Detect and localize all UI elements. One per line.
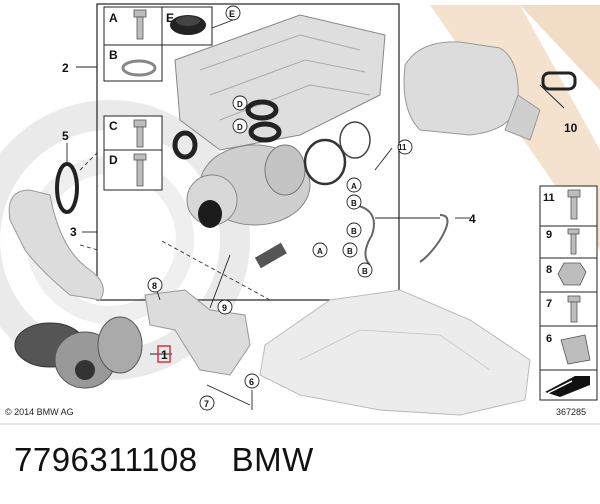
bolt-icon bbox=[133, 9, 147, 40]
stud-icon bbox=[133, 153, 147, 187]
callout-7: 7 bbox=[204, 399, 209, 409]
dashed-guides bbox=[79, 149, 271, 301]
callout-8: 8 bbox=[152, 281, 157, 291]
bolt-icon bbox=[133, 119, 147, 148]
turbocharger-assembly bbox=[172, 99, 371, 269]
detail-letter-circles bbox=[232, 95, 373, 278]
caption-part-number: 7796311108 bbox=[14, 441, 198, 478]
turbocharger-main bbox=[14, 316, 143, 389]
circled-callouts bbox=[147, 5, 413, 411]
callout-3: 3 bbox=[70, 225, 77, 239]
kit-label-e: E bbox=[166, 11, 174, 25]
kit-label-d: D bbox=[109, 153, 118, 167]
intake-hose bbox=[8, 162, 104, 301]
detail-letter: B bbox=[362, 267, 368, 276]
side-label-6: 6 bbox=[546, 333, 552, 345]
detail-letter: B bbox=[347, 247, 353, 256]
engine-detail-frame bbox=[96, 3, 400, 301]
detail-letter: D bbox=[237, 100, 243, 109]
support-bracket bbox=[144, 289, 251, 376]
side-part-drawings bbox=[557, 189, 591, 365]
oil-line bbox=[354, 204, 449, 266]
side-label-8: 8 bbox=[546, 264, 552, 276]
callout-6: 6 bbox=[249, 377, 254, 387]
detail-letter: A bbox=[351, 182, 357, 191]
callout-11: 11 bbox=[398, 143, 407, 152]
side-label-11: 11 bbox=[543, 192, 555, 204]
small-parts-panel bbox=[539, 185, 598, 401]
callout-1-highlight[interactable] bbox=[157, 345, 171, 363]
side-label-9: 9 bbox=[546, 229, 552, 241]
kit-box-cd bbox=[103, 115, 163, 191]
heat-shield bbox=[259, 289, 531, 416]
caption-brand: BMW bbox=[231, 441, 314, 478]
callout-2: 2 bbox=[62, 61, 69, 75]
detail-letter: D bbox=[237, 123, 243, 132]
parts-diagram: A B E C D bbox=[0, 3, 600, 425]
callout-10: 10 bbox=[564, 121, 578, 135]
leader-lines bbox=[66, 19, 565, 410]
kit-label-a: A bbox=[109, 11, 118, 25]
detail-letter: B bbox=[351, 199, 357, 208]
caption: 7796311108 BMW bbox=[14, 441, 586, 485]
callout-4: 4 bbox=[469, 212, 476, 226]
kit-label-b: B bbox=[109, 48, 118, 62]
kit-label-c: C bbox=[109, 119, 118, 133]
detail-letter: B bbox=[351, 227, 357, 236]
copyright-text: © 2014 BMW AG bbox=[5, 407, 74, 417]
detail-letter: A bbox=[317, 247, 323, 256]
callout-1: 1 bbox=[161, 348, 168, 362]
seal-ring-icon bbox=[121, 59, 157, 77]
particulate-filter bbox=[403, 41, 577, 141]
side-label-7: 7 bbox=[546, 298, 552, 310]
cap-seal-icon bbox=[170, 15, 206, 35]
diagram-number: 367285 bbox=[556, 407, 586, 417]
callout-e: E bbox=[229, 9, 235, 19]
callout-5: 5 bbox=[62, 129, 69, 143]
callout-9: 9 bbox=[222, 303, 227, 313]
